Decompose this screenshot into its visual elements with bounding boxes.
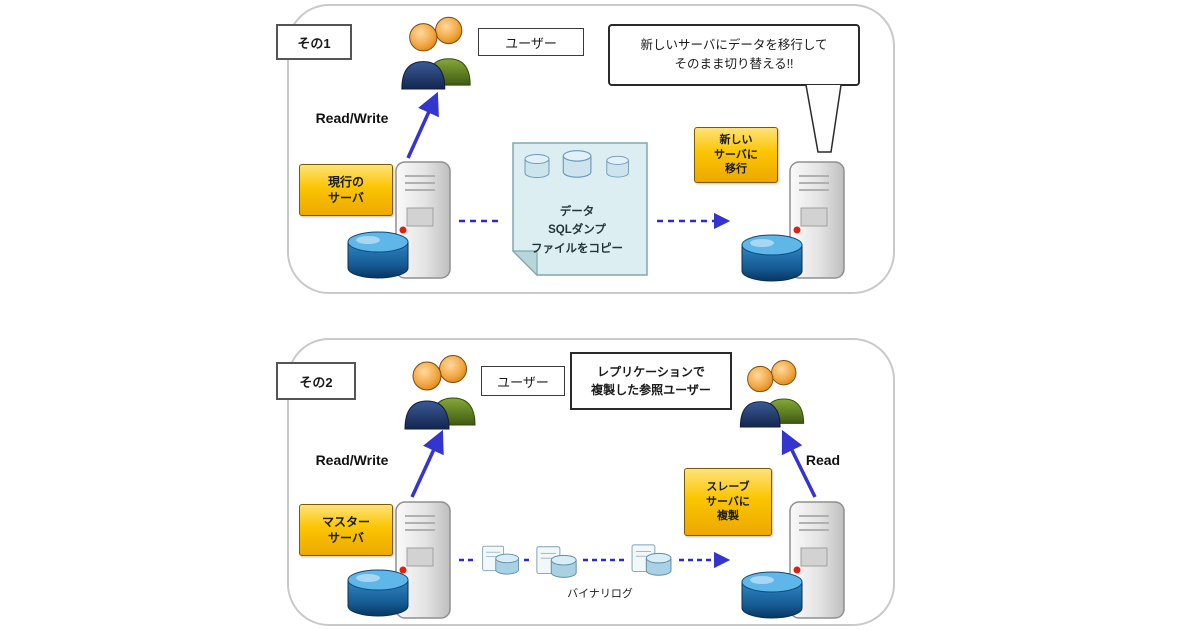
callout-bubble: 新しいサーバにデータを移行して そのまま切り替える!! [608,24,860,86]
replica-users-box: レプリケーションで 複製した参照ユーザー [570,352,732,410]
target-server-badge-line1: 新しい [719,133,753,146]
slave-server-badge-line1: スレーブ [706,480,750,493]
read-label: Read [805,452,841,468]
master-server-badge-line2: サーバ [328,531,364,545]
step2-label: その2 [299,374,333,390]
database-icon [738,233,806,283]
source-server-badge-line2: サーバ [328,191,364,205]
server-tower-icon [786,160,848,280]
target-server-badge: 新しい サーバに 移行 [694,127,778,183]
step2-label-box: その2 [276,362,356,400]
callout-line1: 新しいサーバにデータを移行して [640,37,828,52]
database-icon [344,568,412,618]
database-icon [344,230,412,280]
replica-users-line1: レプリケーションで [597,365,705,379]
dump-file-text: データ SQLダンプ ファイルをコピー [507,203,647,258]
users-label-box: ユーザー [478,28,584,56]
dump-file-line1: データ [559,206,595,218]
dump-file-icon: データ SQLダンプ ファイルをコピー [507,139,653,279]
users-icon [734,348,810,430]
read-write-label: Read/Write [315,110,389,126]
step1-label: その1 [297,35,331,51]
step1-label-box: その1 [276,24,352,60]
server-tower-icon [393,500,453,620]
source-server-badge: 現行の サーバ [299,164,393,216]
server-tower-icon [393,160,453,280]
read-write-label: Read/Write [315,452,389,468]
users-label: ユーザー [505,35,557,51]
binlog-label: バイナリログ [567,588,633,600]
target-server-badge-line3: 移行 [725,163,747,176]
binlog-file-icon [628,542,676,580]
users-label-box: ユーザー [481,366,565,396]
dump-file-line3: ファイルをコピー [531,242,623,255]
master-server-badge-line1: マスター [321,514,370,529]
users-icon [395,6,477,90]
binlog-file-icon [534,543,580,583]
database-icon [738,570,806,620]
binlog-file-icon [480,542,522,580]
target-server-badge-line2: サーバに [714,148,758,161]
users-icon [398,344,482,430]
source-server-badge-line1: 現行の [327,174,364,189]
server-tower-icon [786,500,848,620]
slave-server-badge-line2: サーバに [706,495,750,508]
dump-file-line2: SQLダンプ [548,224,606,237]
master-server-badge: マスター サーバ [299,504,393,556]
slave-server-badge-line3: 複製 [717,510,739,523]
slave-server-badge: スレーブ サーバに 複製 [684,468,772,536]
callout-line2: そのまま切り替える!! [674,57,794,71]
replica-users-line2: 複製した参照ユーザー [591,383,711,397]
users-label: ユーザー [497,374,549,390]
